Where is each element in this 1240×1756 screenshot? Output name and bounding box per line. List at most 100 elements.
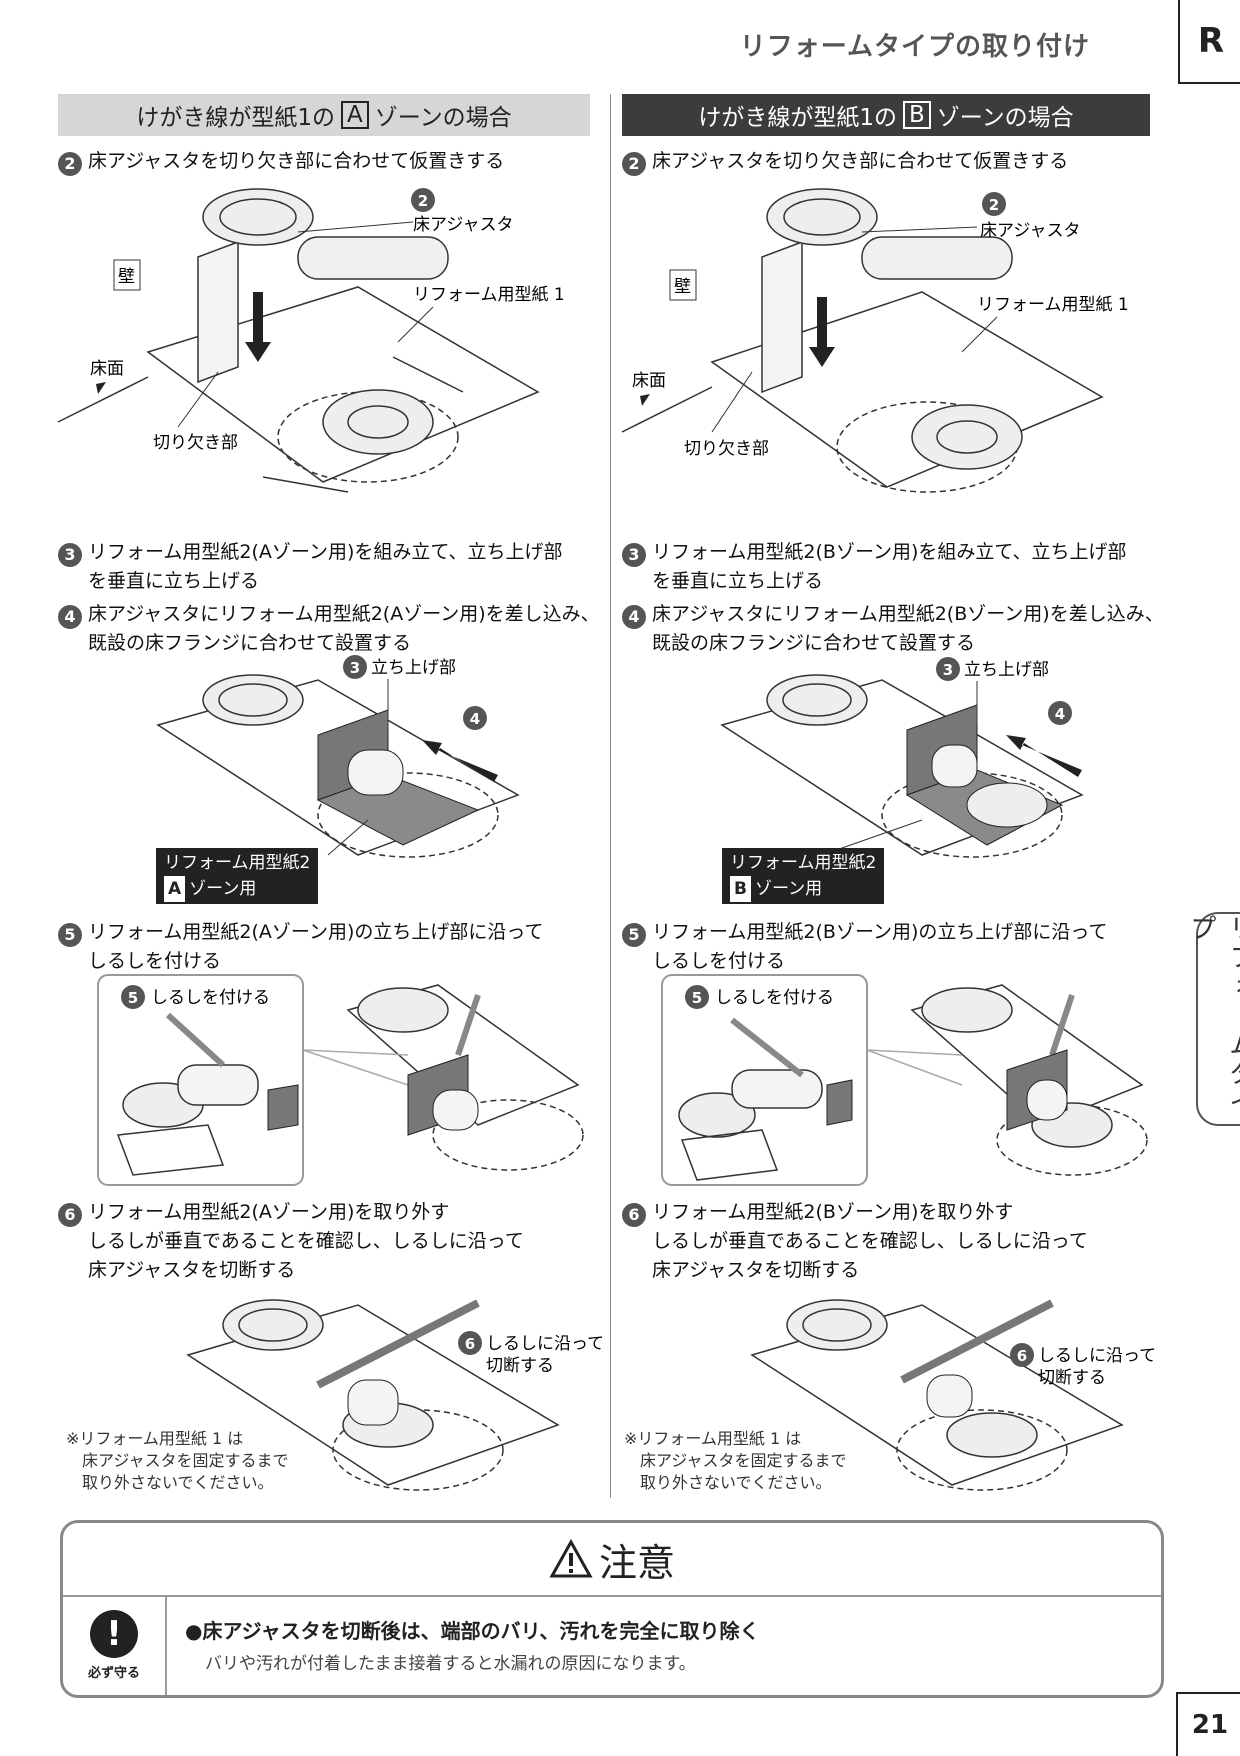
label-number-badge (458, 1331, 482, 1355)
label-number-badge (982, 192, 1006, 216)
illustration-marking-a: 5 しるしを付ける (97, 974, 584, 1186)
arrow-left-icon (1006, 735, 1082, 777)
floor-pointer-icon (96, 382, 106, 394)
step-number: 4 (622, 604, 646, 629)
zone-a-heading: けがき線が型紙1の A ゾーンの場合 (58, 94, 590, 136)
svg-text:2: 2 (418, 192, 428, 210)
svg-text:2: 2 (989, 196, 999, 214)
zone-letter: B (903, 101, 931, 129)
label-paper1: リフォーム用型紙 1 (977, 295, 1129, 315)
caution-title: 注意 (63, 1523, 1161, 1597)
label-floor: 床面 (632, 371, 666, 391)
pipe-shape (347, 1379, 399, 1426)
arrow-left-icon (422, 740, 498, 782)
riser-panel-detail (826, 1079, 853, 1126)
svg-text:6: 6 (465, 1335, 475, 1353)
illustration-paper2-install-b: 4 3 立ち上げ部 (720, 657, 1084, 858)
label-cut-line1: しるしに沿って (1038, 1346, 1156, 1366)
must-follow-label: 必ず守る (87, 1665, 140, 1681)
step-number: 6 (622, 1202, 646, 1227)
wall-label-box (669, 269, 697, 301)
wall-label-box (113, 259, 141, 291)
illustration-marking-b: 5 しるしを付ける (661, 974, 1148, 1186)
label-mark: しるしを付ける (151, 988, 270, 1008)
step-number: 6 (58, 1202, 82, 1227)
label-floor: 床面 (90, 359, 124, 379)
label-adjuster: 床アジャスタ (980, 221, 1080, 241)
step-number: 5 (58, 922, 82, 947)
column-divider (610, 94, 611, 1498)
label-number-badge (1010, 1343, 1034, 1367)
illustration-adjuster-placement-a: 2 床アジャスタ 壁 リフォーム用型紙 1 床面 切り欠き部 (57, 188, 565, 493)
label-cut-line2: 切断する (1038, 1368, 1106, 1388)
step-number: 2 (622, 151, 646, 176)
pipe-shape (347, 749, 404, 796)
pipe-shape (931, 744, 978, 788)
step-number: 2 (58, 151, 82, 176)
down-arrow-icon (245, 292, 271, 362)
label-riser: 立ち上げ部 (964, 660, 1049, 680)
label-number-badge (936, 657, 960, 681)
label-wall: 壁 (118, 267, 135, 287)
label-paper1: リフォーム用型紙 1 (413, 285, 565, 305)
floor-pointer-icon (640, 394, 650, 406)
label-number-badge (343, 655, 367, 679)
label-number-badge (685, 985, 709, 1009)
svg-text:3: 3 (943, 661, 953, 679)
illustration-cutting-a: 6 しるしに沿って 切断する (186, 1299, 604, 1491)
label-number-badge (121, 985, 145, 1009)
svg-text:5: 5 (692, 989, 702, 1007)
must-follow-panel: ! 必ず守る (63, 1595, 167, 1695)
caution-sub-text: バリや汚れが付着したまま接着すると水漏れの原因になります。 (205, 1654, 696, 1674)
svg-text:3: 3 (350, 659, 360, 677)
label-cut-line1: しるしに沿って (486, 1334, 604, 1354)
svg-text:5: 5 (128, 989, 138, 1007)
illustration-cutting-b: 6 しるしに沿って 切断する (750, 1299, 1156, 1491)
step-number: 5 (622, 922, 646, 947)
label-notch: 切り欠き部 (153, 433, 238, 453)
label-number-badge (1048, 701, 1072, 725)
svg-text:4: 4 (470, 710, 480, 728)
label-number-badge (463, 706, 487, 730)
note-a: ※リフォーム用型紙 1 は 床アジャスタを固定するまで 取り外さないでください。 (66, 1429, 289, 1492)
note-b: ※リフォーム用型紙 1 は 床アジャスタを固定するまで 取り外さないでください。 (624, 1429, 847, 1492)
label-adjuster: 床アジャスタ (413, 215, 513, 235)
pipe-shape (432, 1089, 479, 1131)
column-a: けがき線が型紙1の A ゾーンの場合 (58, 94, 590, 136)
side-index-tab[interactable]: リフォームタイプ (1185, 912, 1240, 1126)
label-notch: 切り欠き部 (684, 439, 769, 459)
exclamation-icon: ! (90, 1609, 138, 1658)
zone-letter: A (341, 101, 369, 129)
down-arrow-icon (809, 297, 835, 367)
step-number: 4 (58, 604, 82, 629)
column-b: けがき線が型紙1の B ゾーンの場合 (622, 94, 1150, 136)
illustration-adjuster-placement-b: 2 床アジャスタ 壁 リフォーム用型紙 1 床面 切り欠き部 (621, 188, 1129, 493)
label-riser: 立ち上げ部 (371, 658, 456, 678)
label-number-badge (411, 188, 435, 212)
warning-triangle-icon (549, 1539, 593, 1578)
caution-main-text: ●床アジャスタを切断後は、端部のバリ、汚れを完全に取り除く (185, 1619, 760, 1643)
illustration-paper2-install-a: 4 3 立ち上げ部 (156, 655, 520, 858)
pipe-shape (1026, 1079, 1068, 1121)
page-number: 21 (1176, 1692, 1240, 1756)
zone-b-heading: けがき線が型紙1の B ゾーンの場合 (622, 94, 1150, 136)
step-number: 3 (622, 542, 646, 567)
svg-text:6: 6 (1017, 1347, 1027, 1365)
caution-box: 注意 ! 必ず守る ●床アジャスタを切断後は、端部のバリ、汚れを完全に取り除く … (60, 1520, 1164, 1698)
section-badge: R (1178, 0, 1240, 84)
label-cut-line2: 切断する (486, 1356, 554, 1376)
label-mark: しるしを付ける (715, 988, 834, 1008)
step-number: 3 (58, 542, 82, 567)
pipe-shape (926, 1374, 973, 1418)
